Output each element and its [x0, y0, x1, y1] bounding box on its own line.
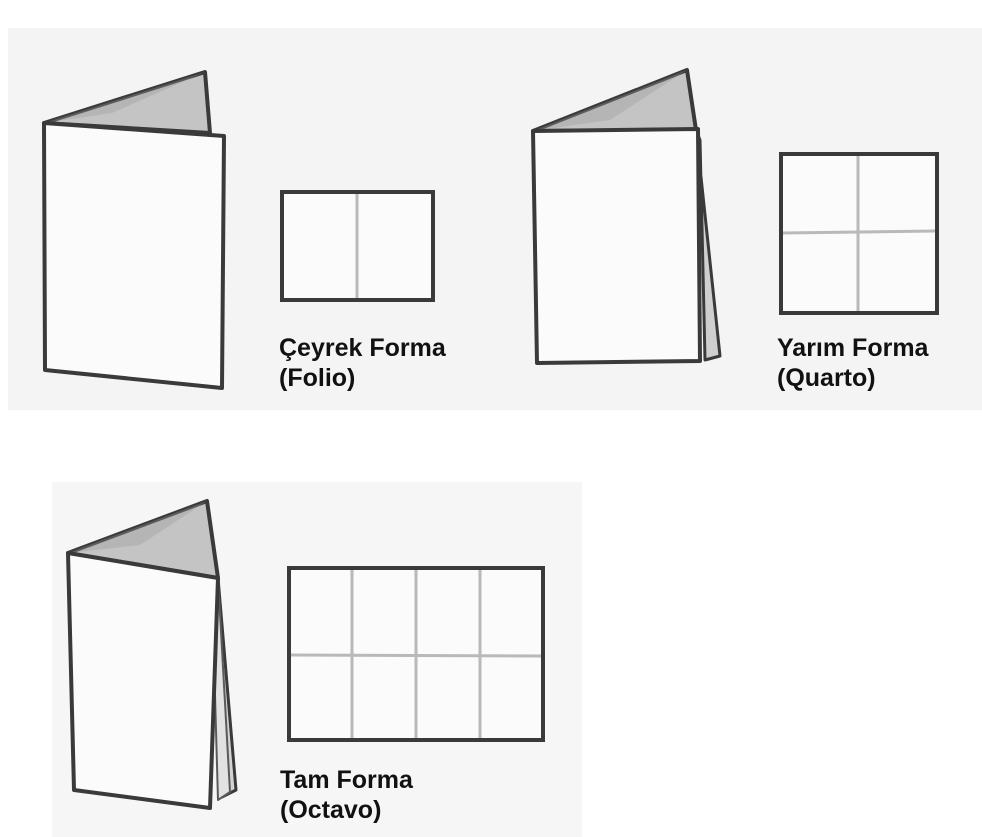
folio-sheet: [282, 192, 433, 300]
folio-label: Çeyrek Forma (Folio): [279, 333, 446, 393]
folio-booklet: [44, 72, 224, 388]
octavo-label-alt: (Octavo): [280, 795, 413, 825]
folio-label-alt: (Folio): [279, 363, 446, 393]
octavo-label-name: Tam Forma: [280, 765, 413, 795]
octavo-sheet: [289, 568, 543, 740]
folio-label-name: Çeyrek Forma: [279, 333, 446, 363]
octavo-booklet: [68, 501, 236, 808]
quarto-sheet: [781, 154, 937, 313]
quarto-booklet: [533, 70, 720, 363]
quarto-label: Yarım Forma (Quarto): [777, 333, 928, 393]
octavo-label: Tam Forma (Octavo): [280, 765, 413, 825]
quarto-label-alt: (Quarto): [777, 363, 928, 393]
quarto-label-name: Yarım Forma: [777, 333, 928, 363]
